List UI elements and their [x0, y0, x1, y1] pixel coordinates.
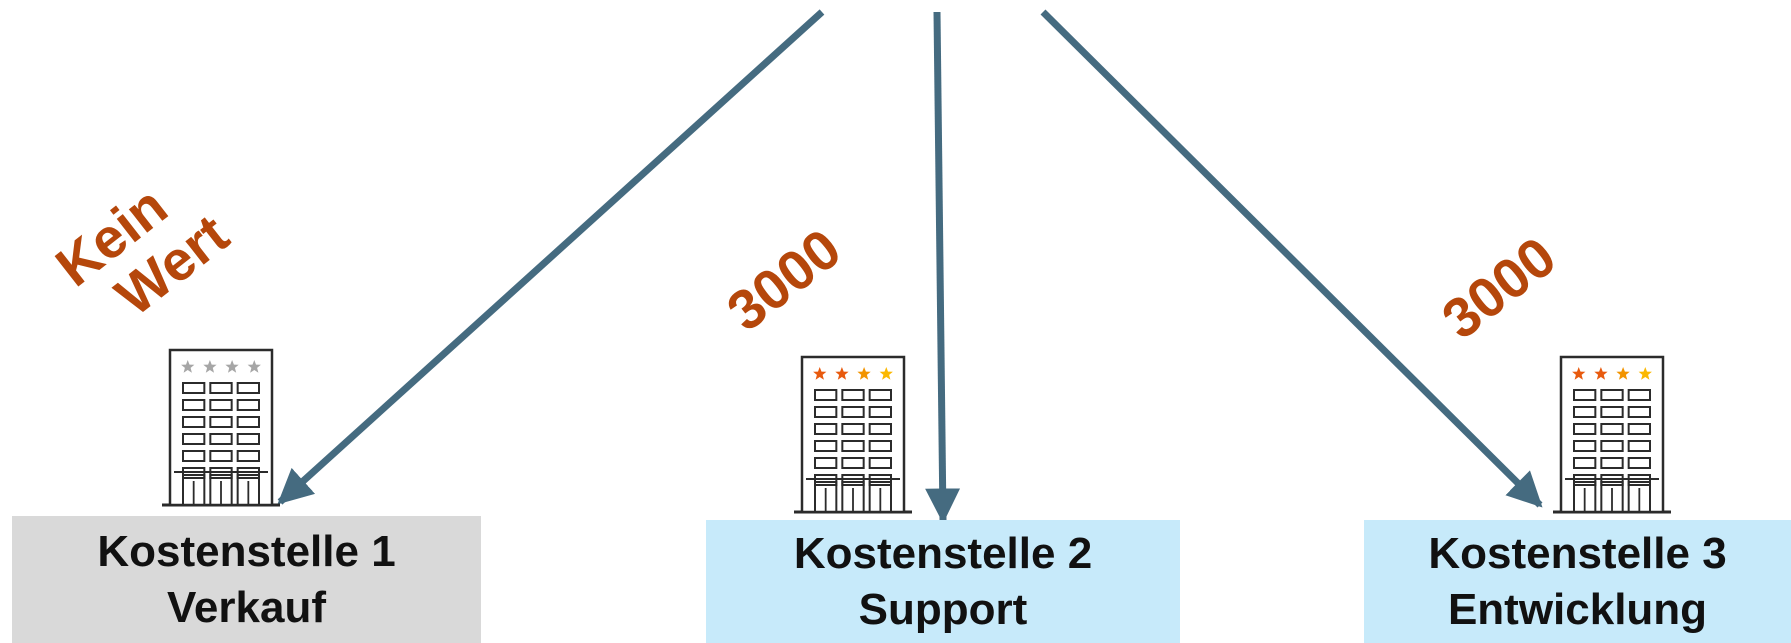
star-icon [225, 360, 239, 373]
office-building-icon [162, 348, 280, 507]
arrow-to-cost-center-1 [277, 9, 825, 505]
star-icon [1594, 367, 1608, 380]
cost-center-name: Kostenstelle 2 [793, 528, 1093, 578]
cost-center-3-box: Kostenstelle 3 Entwicklung [1364, 520, 1791, 643]
star-icon [1616, 367, 1630, 380]
star-icon [1572, 367, 1586, 380]
arrow-to-cost-center-2 [925, 11, 961, 524]
star-icon [813, 367, 827, 380]
star-icon [1638, 367, 1652, 380]
cost-center-department: Support [858, 584, 1028, 634]
cost-center-2-box: Kostenstelle 2 Support [706, 520, 1180, 643]
star-icon [857, 367, 871, 380]
cost-center-department: Entwicklung [1447, 584, 1708, 634]
star-icon [247, 360, 261, 373]
star-icon [835, 367, 849, 380]
office-building-icon [794, 355, 912, 514]
office-building-icon [1553, 355, 1671, 514]
cost-center-name: Kostenstelle 1 [97, 526, 396, 576]
star-icon [203, 360, 217, 373]
arrow-to-cost-center-3 [1040, 9, 1543, 508]
star-icon [879, 367, 893, 380]
cost-center-name: Kostenstelle 3 [1428, 528, 1727, 578]
star-icon [181, 360, 195, 373]
cost-center-1-box: Kostenstelle 1 Verkauf [12, 516, 481, 643]
cost-center-department: Verkauf [167, 582, 326, 632]
